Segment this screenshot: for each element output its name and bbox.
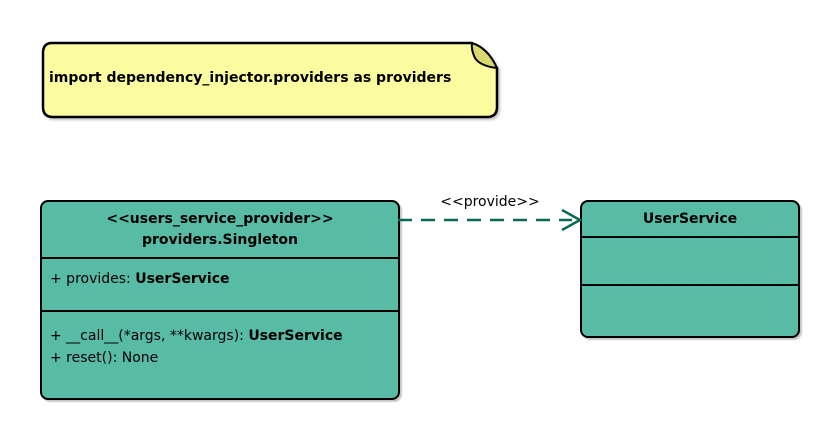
note-body: [41, 41, 499, 119]
class-stereotype: <<users_service_provider>>: [106, 210, 334, 227]
class-providers-singleton: <<users_service_provider>> providers.Sin…: [40, 200, 400, 400]
method-type: UserService: [248, 328, 343, 344]
class-methods-compartment: + __call__(*args, **kwargs): UserService…: [42, 312, 398, 394]
attribute-text: + provides:: [50, 271, 136, 287]
class-title-compartment: <<users_service_provider>> providers.Sin…: [42, 202, 398, 259]
method-reset: + reset(): None: [50, 347, 390, 369]
class-attributes-compartment: [582, 238, 798, 286]
class-title-compartment: UserService: [582, 202, 798, 238]
arrowhead-icon: [561, 208, 583, 232]
import-note: import dependency_injector.providers as …: [40, 40, 500, 120]
class-userservice: UserService: [580, 200, 800, 338]
attribute-type: UserService: [135, 271, 230, 287]
note-shape: [41, 41, 499, 119]
method-text: + __call__(*args, **kwargs):: [50, 328, 249, 344]
attribute-provides: + provides: UserService: [50, 271, 390, 288]
class-name: providers.Singleton: [142, 231, 298, 248]
class-attributes-compartment: + provides: UserService: [42, 259, 398, 312]
class-methods-compartment: [582, 286, 798, 332]
note-fold-icon: [470, 42, 498, 69]
provide-edge: [398, 208, 583, 232]
note-text: import dependency_injector.providers as …: [49, 70, 452, 86]
class-name: UserService: [642, 211, 738, 227]
method-text: + reset(): None: [50, 350, 159, 366]
edge-label: <<provide>>: [440, 194, 540, 210]
method-call: + __call__(*args, **kwargs): UserService: [50, 325, 390, 347]
